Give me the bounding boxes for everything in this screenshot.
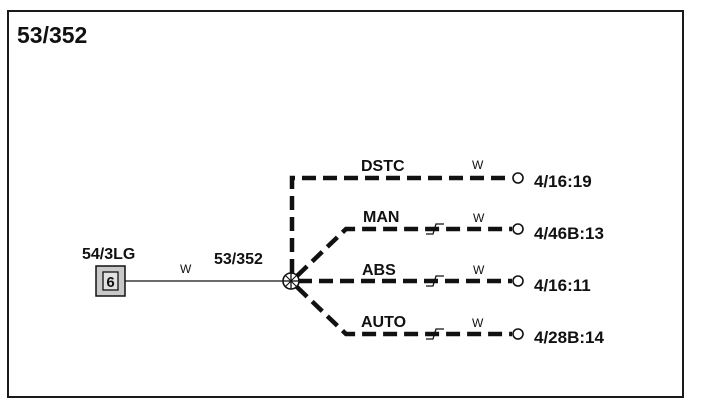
branch-wire-auto [295, 285, 512, 337]
branch-wire-color-man: W [473, 211, 485, 225]
diagram-frame [7, 10, 684, 398]
branch-symbol-abs [426, 275, 444, 287]
terminal-label-auto: 4/28B:14 [534, 328, 604, 347]
splice-label: 53/352 [214, 251, 263, 268]
source-connector-label: 54/3LG [82, 246, 135, 263]
terminal-label-man: 4/46B:13 [534, 224, 604, 243]
branch-circuit-abs: ABS [362, 262, 396, 279]
source-wire-color: W [180, 262, 192, 276]
branch-circuit-man: MAN [363, 209, 399, 226]
source-connector-block [95, 265, 126, 297]
terminal-label-dstc: 4/16:19 [534, 172, 592, 191]
branch-circuit-auto: AUTO [361, 314, 406, 331]
terminal-label-abs: 4/16:11 [534, 276, 591, 295]
terminal-auto [512, 328, 524, 340]
terminal-dstc [512, 172, 524, 184]
branch-wire-dstc [289, 175, 512, 273]
terminal-abs [512, 275, 524, 287]
splice-node [282, 272, 300, 290]
branch-wire-color-auto: W [472, 316, 484, 330]
terminal-man [512, 223, 524, 235]
branch-wire-color-dstc: W [472, 158, 484, 172]
branch-symbol-man [426, 223, 444, 235]
branch-symbol-auto [426, 328, 444, 340]
branch-wire-color-abs: W [473, 263, 485, 277]
branch-circuit-dstc: DSTC [361, 158, 405, 175]
source-pin-number: 6 [106, 274, 114, 291]
diagram-title: 53/352 [17, 22, 87, 48]
branch-wire-man [295, 226, 512, 278]
source-pin-box [102, 271, 119, 291]
